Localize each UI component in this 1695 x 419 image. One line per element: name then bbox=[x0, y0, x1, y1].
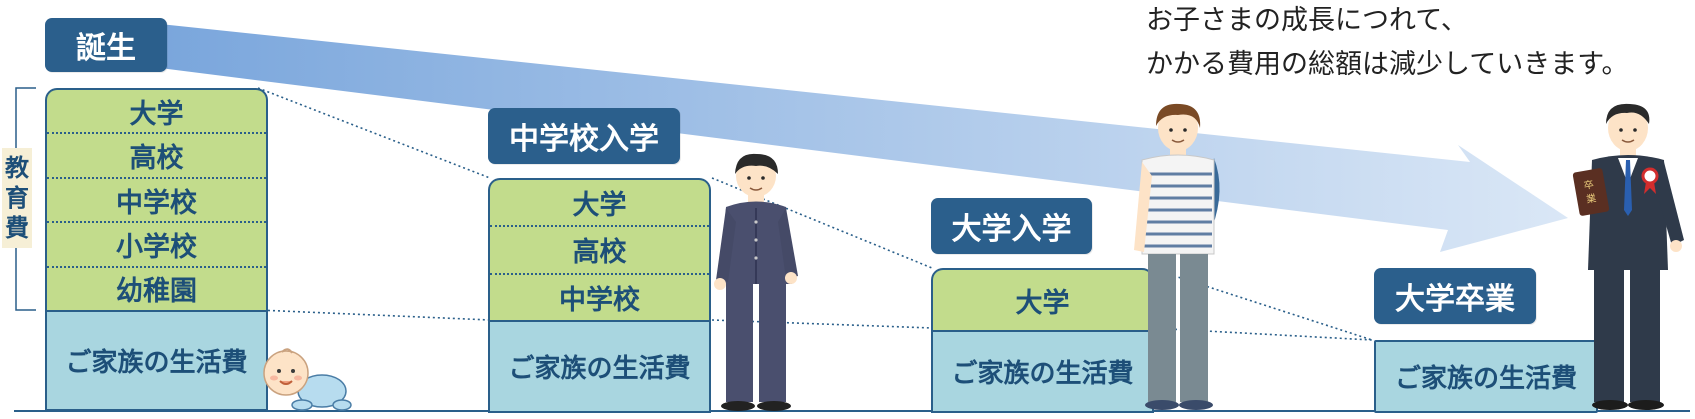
caption-line-2: かかる費用の総額は減少していきます。 bbox=[1146, 49, 1629, 80]
living-cost-block: ご家族の生活費 bbox=[45, 310, 268, 411]
connector-line bbox=[1149, 327, 1373, 341]
junior-high-student-illustration bbox=[714, 153, 798, 411]
connector-line bbox=[257, 309, 491, 321]
graduate-illustration: 卒 業 bbox=[1572, 103, 1684, 410]
side-label-char: 育 bbox=[5, 184, 29, 212]
education-item: 中学校 bbox=[47, 179, 266, 224]
stage-badge-junior-high-entrance: 中学校入学 bbox=[488, 108, 680, 164]
certificate-label: 卒 bbox=[1583, 178, 1595, 193]
stage-badge-birth: 誕生 bbox=[45, 18, 167, 72]
stage-badge-university-graduation: 大学卒業 bbox=[1374, 268, 1536, 324]
svg-text:業: 業 bbox=[1585, 191, 1597, 206]
education-cost-block: 大学 高校 中学校 小学校 幼稚園 bbox=[45, 88, 268, 310]
stage-column-university: 大学 ご家族の生活費 bbox=[931, 268, 1154, 413]
living-cost-block: ご家族の生活費 bbox=[1374, 340, 1598, 413]
university-student-illustration bbox=[1134, 103, 1220, 410]
education-item: 大学 bbox=[1015, 287, 1070, 319]
stage-column-birth: 大学 高校 中学校 小学校 幼稚園 ご家族の生活費 bbox=[45, 88, 268, 411]
caption-line-1: お子さまの成長につれて、 bbox=[1146, 5, 1468, 36]
side-label-char: 費 bbox=[5, 214, 29, 242]
connector-line bbox=[1149, 267, 1373, 341]
education-item: 大学 bbox=[47, 90, 266, 135]
education-cost-block: 大学 bbox=[931, 268, 1154, 330]
education-cost-side-label: 教 育 費 bbox=[2, 148, 32, 248]
education-item: 幼稚園 bbox=[116, 276, 197, 308]
stage-column-graduation: ご家族の生活費 bbox=[1374, 340, 1598, 413]
living-cost-block: ご家族の生活費 bbox=[488, 320, 711, 413]
stage-badge-university-entrance: 大学入学 bbox=[931, 198, 1092, 254]
education-item: 高校 bbox=[47, 134, 266, 179]
baby-illustration bbox=[263, 348, 352, 411]
education-item: 高校 bbox=[490, 227, 709, 275]
education-item: 大学 bbox=[490, 180, 709, 228]
side-label-char: 教 bbox=[5, 154, 29, 182]
education-item: 中学校 bbox=[559, 284, 640, 316]
connector-line bbox=[257, 87, 491, 179]
stage-column-junior-high: 大学 高校 中学校 ご家族の生活費 bbox=[488, 178, 711, 413]
education-item: 小学校 bbox=[47, 223, 266, 268]
living-cost-block: ご家族の生活費 bbox=[931, 330, 1154, 413]
education-cost-block: 大学 高校 中学校 bbox=[488, 178, 711, 320]
